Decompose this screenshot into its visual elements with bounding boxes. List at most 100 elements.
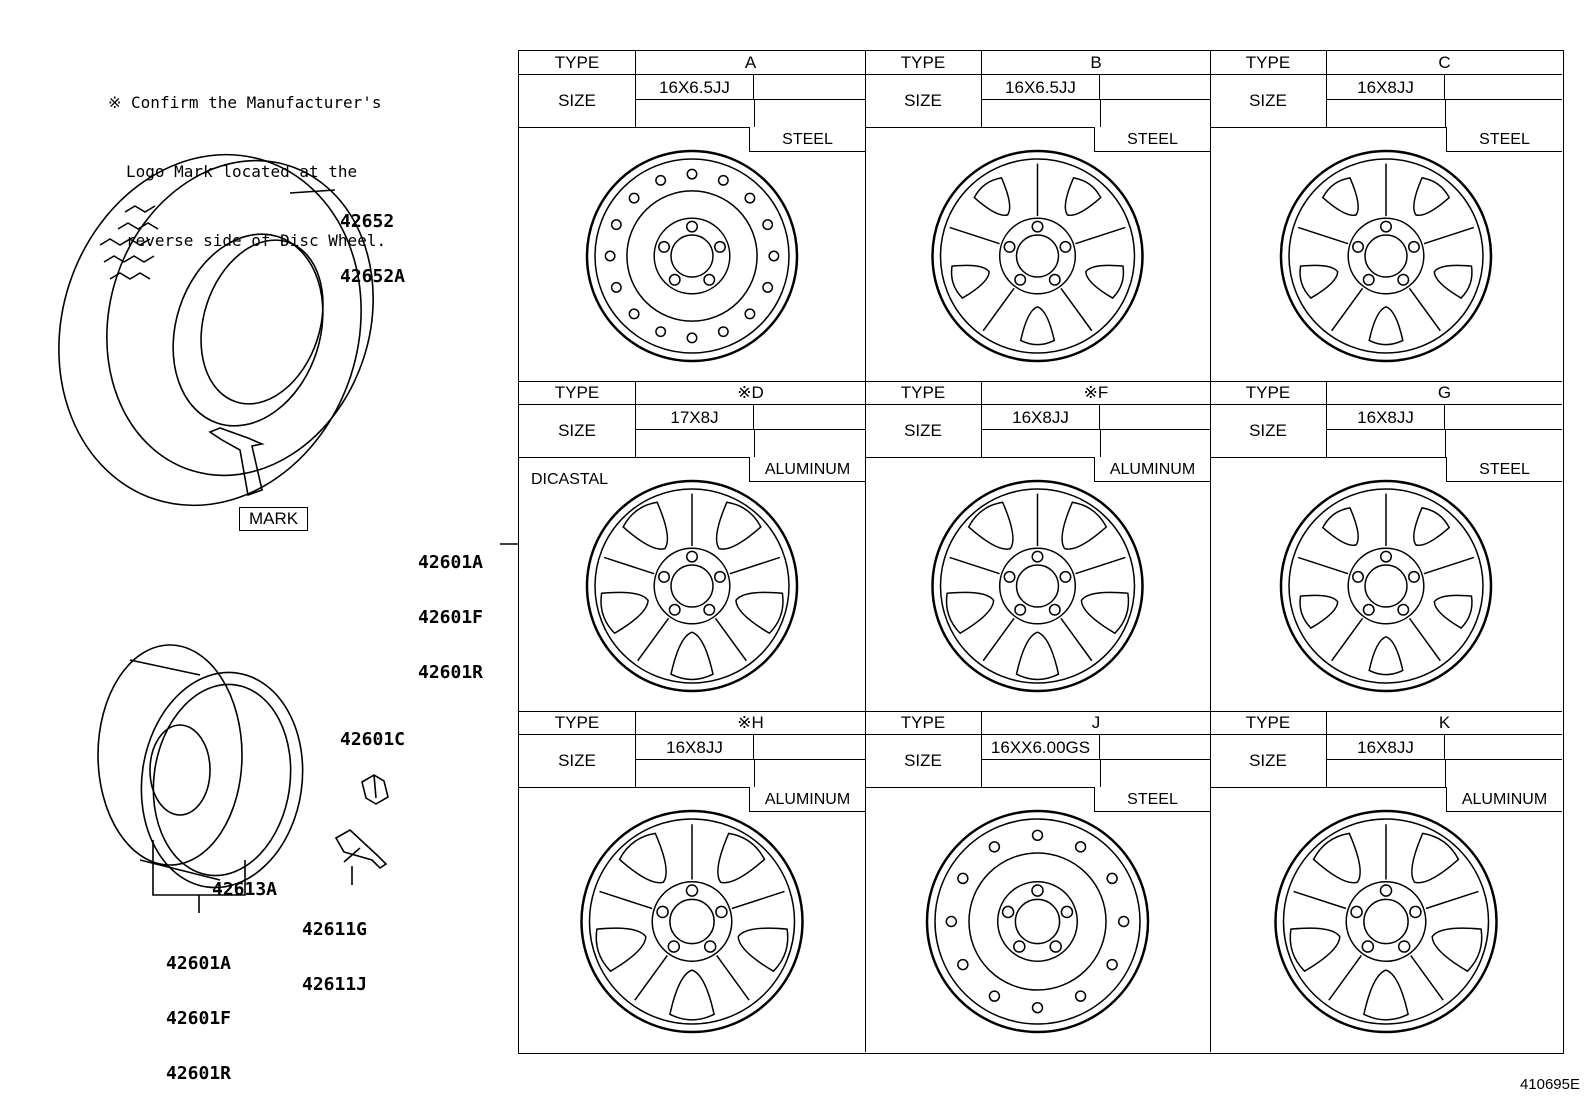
note-line-3: reverse side of Disc Wheel.: [126, 231, 387, 250]
size-value: 16X8JJ: [1327, 405, 1445, 430]
size-divider: [1100, 430, 1101, 457]
mark-label: MARK: [239, 507, 309, 531]
part-number: 42601R: [418, 662, 484, 683]
part-number: 42652A: [340, 266, 406, 287]
size-value: 16X8JJ: [636, 735, 754, 760]
valve-part-numbers: 42611G 42611J: [302, 884, 367, 1012]
size-blank: [754, 405, 865, 430]
size-blank: [754, 735, 865, 760]
type-label: TYPE: [1210, 711, 1327, 735]
part-number: 42611G: [302, 919, 368, 940]
wheel-drawing: [580, 809, 804, 1034]
tire-part-numbers: 42652 42652A: [340, 176, 405, 304]
material-label: STEEL: [1094, 787, 1210, 812]
size-label: SIZE: [1210, 735, 1327, 787]
size-blank: [1445, 735, 1562, 760]
size-label: SIZE: [519, 735, 636, 787]
size-blank: [1445, 405, 1562, 430]
type-label: TYPE: [519, 51, 636, 75]
nut-part-number: 42601C: [340, 729, 406, 750]
material-label: ALUMINUM: [1094, 457, 1210, 482]
size-label: SIZE: [865, 405, 982, 457]
part-number: 42601A: [418, 552, 484, 573]
rim-part-number: 42613A: [212, 879, 278, 900]
material-label: STEEL: [749, 127, 865, 152]
type-label: TYPE: [519, 711, 636, 735]
material-label: STEEL: [1446, 457, 1562, 482]
size-divider: [754, 760, 755, 787]
note-line-1: ※ Confirm the Manufacturer's: [108, 93, 382, 112]
type-value: J: [982, 711, 1210, 735]
part-number: 42601A: [166, 953, 232, 974]
valve-illustration: [334, 829, 388, 870]
wheel-drawing: [1279, 149, 1493, 363]
type-value: ※F: [982, 381, 1210, 405]
lug-nut-illustration: [361, 774, 389, 805]
material-label: STEEL: [1446, 127, 1562, 152]
manufacturer-note: DICASTAL: [531, 471, 609, 488]
wheel-drawing: [931, 149, 1144, 363]
size-label: SIZE: [865, 735, 982, 787]
type-label: TYPE: [1210, 51, 1327, 75]
part-number: 42601F: [166, 1008, 232, 1029]
part-number: 42601F: [418, 607, 484, 628]
size-value: 16X8JJ: [982, 405, 1100, 430]
rim-illustration: [97, 644, 304, 889]
size-label: SIZE: [519, 75, 636, 127]
size-blank: [1100, 735, 1210, 760]
type-value: ※H: [636, 711, 865, 735]
type-value: C: [1327, 51, 1562, 75]
size-label: SIZE: [865, 75, 982, 127]
size-divider: [1100, 760, 1101, 787]
type-value: A: [636, 51, 865, 75]
size-divider: [754, 100, 755, 127]
wheel-drawing: [585, 149, 799, 363]
diagram-code: 410695E: [1519, 1076, 1580, 1093]
type-label: TYPE: [865, 711, 982, 735]
part-number: 42601R: [166, 1063, 232, 1084]
type-value: B: [982, 51, 1210, 75]
size-blank: [754, 75, 865, 100]
note-line-2: Logo Mark located at the: [126, 162, 358, 181]
size-label: SIZE: [1210, 75, 1327, 127]
size-divider: [1445, 430, 1446, 457]
type-label: TYPE: [865, 381, 982, 405]
size-blank: [1100, 405, 1210, 430]
size-label: SIZE: [519, 405, 636, 457]
type-value: G: [1327, 381, 1562, 405]
logo-note: ※ Confirm the Manufacturer's Logo Mark l…: [108, 45, 386, 275]
size-divider: [1445, 100, 1446, 127]
wheel-drawing: [1279, 479, 1493, 693]
size-value: 16X8JJ: [1327, 735, 1445, 760]
size-divider: [754, 430, 755, 457]
size-value: 16X6.5JJ: [982, 75, 1100, 100]
left-illustrations: [58, 153, 518, 913]
wheel-drawing: [1274, 809, 1498, 1034]
material-label: ALUMINUM: [749, 457, 865, 482]
type-label: TYPE: [1210, 381, 1327, 405]
type-label: TYPE: [519, 381, 636, 405]
type-label: TYPE: [865, 51, 982, 75]
size-blank: [1100, 75, 1210, 100]
wheel-part-numbers: 42601A 42601F 42601R: [418, 517, 483, 700]
size-value: 17X8J: [636, 405, 754, 430]
part-number: 42652: [340, 211, 395, 232]
material-label: ALUMINUM: [1446, 787, 1562, 812]
size-value: 16XX6.00GS: [982, 735, 1100, 760]
